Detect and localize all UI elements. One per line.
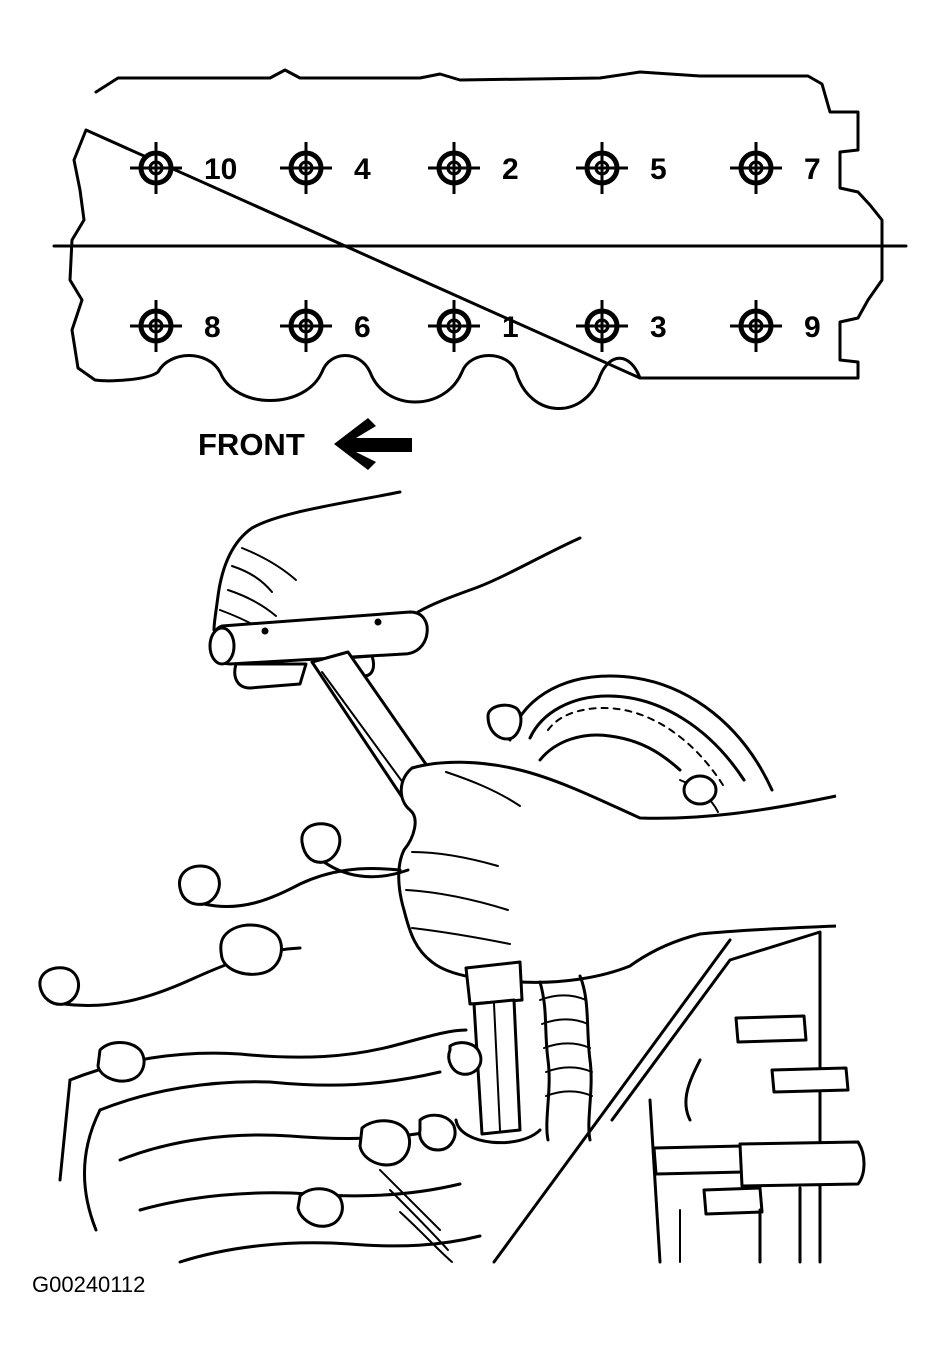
bolt-sequence-label: 10 — [204, 153, 237, 186]
head-bolt-markers: 10 4 2 5 7 8 6 1 3 9 — [130, 142, 821, 352]
bolt-sequence-label: 1 — [502, 311, 519, 344]
bolt-sequence-label: 6 — [354, 311, 371, 344]
head-bolt-9: 9 — [730, 300, 821, 352]
bolt-sequence-label: 3 — [650, 311, 667, 344]
bolt-sequence-label: 2 — [502, 153, 519, 186]
front-label: FRONT — [198, 427, 305, 462]
head-bolt-6: 6 — [280, 300, 371, 352]
cylinder-head-outline — [52, 68, 908, 410]
head-bolt-4: 4 — [280, 142, 371, 194]
head-bolt-7: 7 — [730, 142, 821, 194]
head-bolt-2: 2 — [428, 142, 519, 194]
bolt-sequence-label: 5 — [650, 153, 667, 186]
front-indicator: FRONT — [198, 418, 412, 470]
figure-code: G00240112 — [32, 1272, 145, 1297]
cylinder-block-section — [492, 930, 866, 1264]
socket-extension — [454, 960, 542, 1145]
front-arrow-icon — [334, 418, 412, 470]
engine-illustration — [38, 490, 866, 1264]
head-bolt-5: 5 — [576, 142, 667, 194]
rocker-arm-assembly — [38, 822, 483, 1264]
camshaft-sprocket — [486, 674, 774, 792]
bolt-sequence-label: 7 — [804, 153, 821, 186]
bolt-sequence-label: 4 — [354, 153, 371, 186]
bolt-sequence-label: 9 — [804, 311, 821, 344]
head-bolt-8: 8 — [130, 300, 221, 352]
head-bolt-3: 3 — [576, 300, 667, 352]
upper-hand-illustration — [212, 490, 582, 632]
head-bolt-10: 10 — [130, 142, 237, 194]
bolt-sequence-label: 8 — [204, 311, 221, 344]
lower-hand-illustration — [397, 760, 837, 984]
head-bolt-1: 1 — [428, 300, 519, 352]
